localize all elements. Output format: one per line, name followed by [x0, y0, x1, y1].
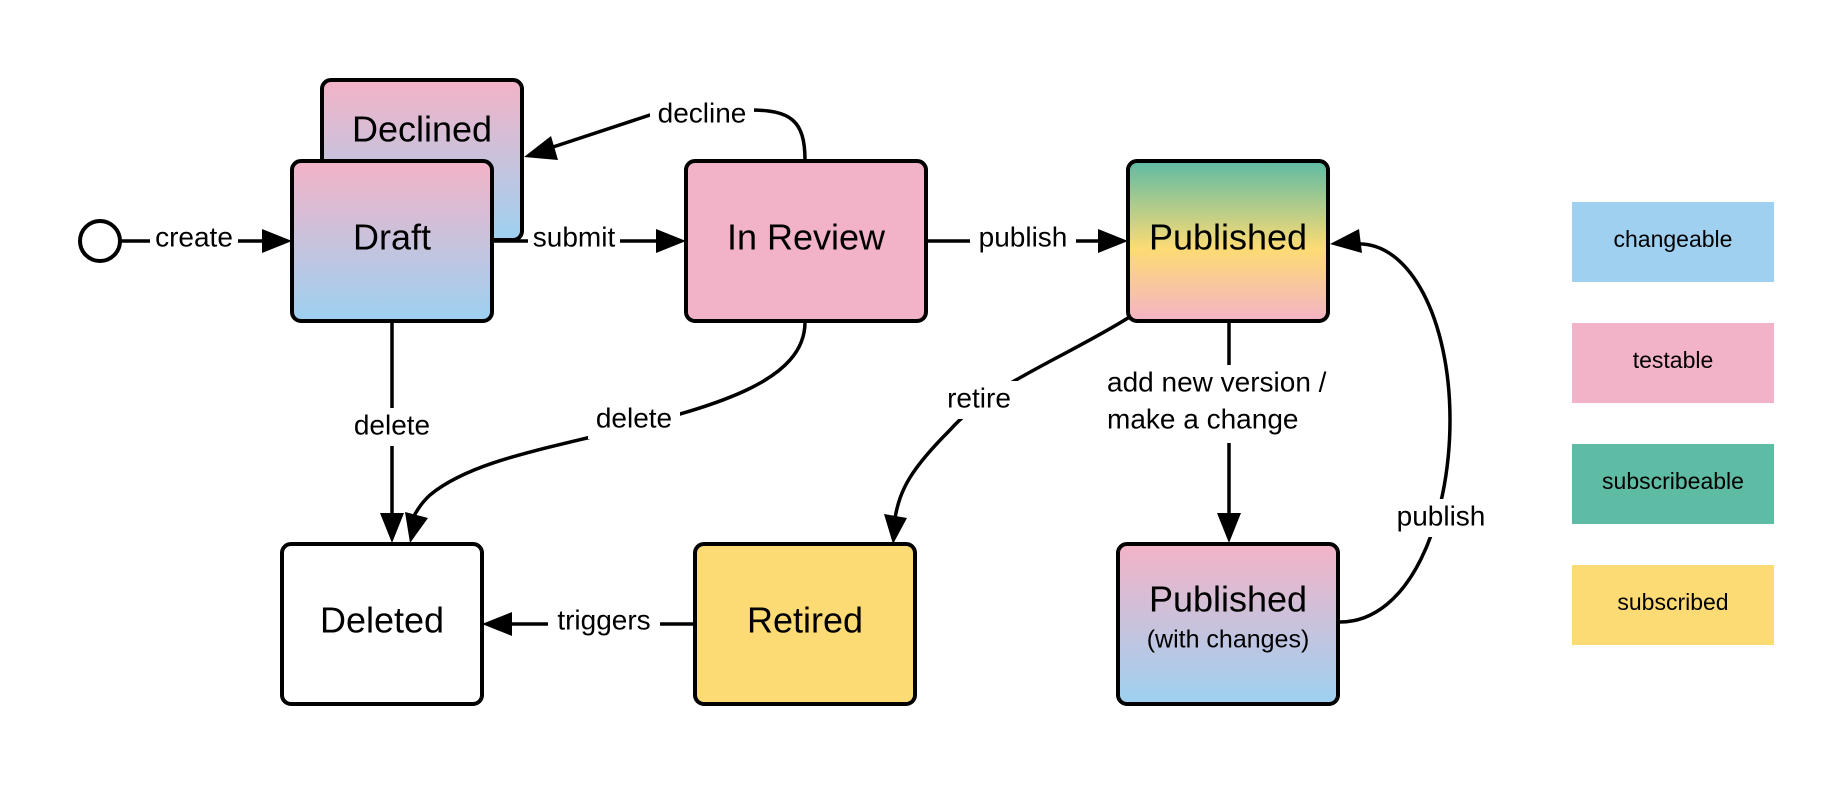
legend-swatch-subscribeable — [1572, 444, 1774, 524]
edge-publish-changes: publish — [1330, 229, 1494, 624]
node-published-with-changes-label: Published — [1149, 579, 1307, 620]
arrowhead — [524, 136, 558, 160]
edge-label-submit: submit — [533, 221, 616, 252]
node-published-with-changes-sublabel: (with changes) — [1147, 626, 1310, 654]
edge-label-create: create — [155, 221, 233, 252]
arrowhead — [656, 229, 686, 253]
legend-item-subscribeable: subscribeable — [1572, 444, 1774, 524]
node-retired-label: Retired — [747, 600, 863, 641]
edge-create: create — [120, 221, 292, 260]
arrowhead — [884, 514, 907, 544]
edge-retire: retire — [884, 316, 1130, 544]
edge-decline: decline — [524, 96, 807, 162]
legend-swatch-testable — [1572, 323, 1774, 403]
legend: changeable testable subscribeable subscr… — [1572, 202, 1774, 645]
edge-add-version: add new version / make a change — [1100, 320, 1360, 543]
edge-label-add-version-line2: make a change — [1107, 403, 1298, 434]
node-published-with-changes: Published (with changes) — [1116, 542, 1340, 706]
legend-swatch-changeable — [1572, 202, 1774, 282]
edge-label-delete-review: delete — [596, 402, 672, 433]
arrowhead — [405, 512, 428, 543]
legend-label-changeable: changeable — [1614, 226, 1733, 252]
node-declined-label: Declined — [352, 109, 492, 150]
edge-label-publish-review: publish — [979, 221, 1068, 252]
edge-label-add-version-line1: add new version / — [1107, 366, 1327, 397]
edge-label-delete-draft: delete — [354, 409, 430, 440]
legend-swatch-subscribed — [1572, 565, 1774, 645]
arrowhead — [482, 612, 512, 636]
node-deleted-label: Deleted — [320, 600, 444, 641]
node-deleted: Deleted — [280, 542, 484, 706]
arrowhead — [262, 229, 292, 253]
edge-submit: submit — [492, 221, 686, 260]
edge-delete-draft: delete — [346, 320, 438, 543]
legend-item-subscribed: subscribed — [1572, 565, 1774, 645]
node-published: Published — [1126, 159, 1330, 323]
arrowhead — [1217, 513, 1241, 543]
edge-publish-review: publish — [924, 221, 1128, 260]
node-in-review: In Review — [684, 159, 928, 323]
edge-label-triggers: triggers — [557, 604, 650, 635]
edge-delete-review: delete — [405, 320, 807, 543]
arrowhead — [1098, 229, 1128, 253]
node-in-review-label: In Review — [727, 217, 886, 258]
node-retired: Retired — [693, 542, 917, 706]
start-state — [78, 219, 122, 263]
legend-label-subscribeable: subscribeable — [1602, 468, 1744, 494]
edge-label-retire: retire — [947, 382, 1011, 413]
legend-item-changeable: changeable — [1572, 202, 1774, 282]
node-draft-label: Draft — [353, 217, 431, 258]
edge-label-publish-changes: publish — [1397, 500, 1486, 531]
arrowhead — [1330, 229, 1362, 253]
legend-item-testable: testable — [1572, 323, 1774, 403]
node-draft: Draft — [290, 159, 494, 323]
legend-label-testable: testable — [1633, 347, 1714, 373]
edge-label-decline: decline — [658, 97, 747, 128]
legend-label-subscribed: subscribed — [1617, 589, 1728, 615]
node-published-label: Published — [1149, 217, 1307, 258]
arrowhead — [380, 513, 404, 543]
edge-triggers: triggers — [482, 604, 697, 643]
